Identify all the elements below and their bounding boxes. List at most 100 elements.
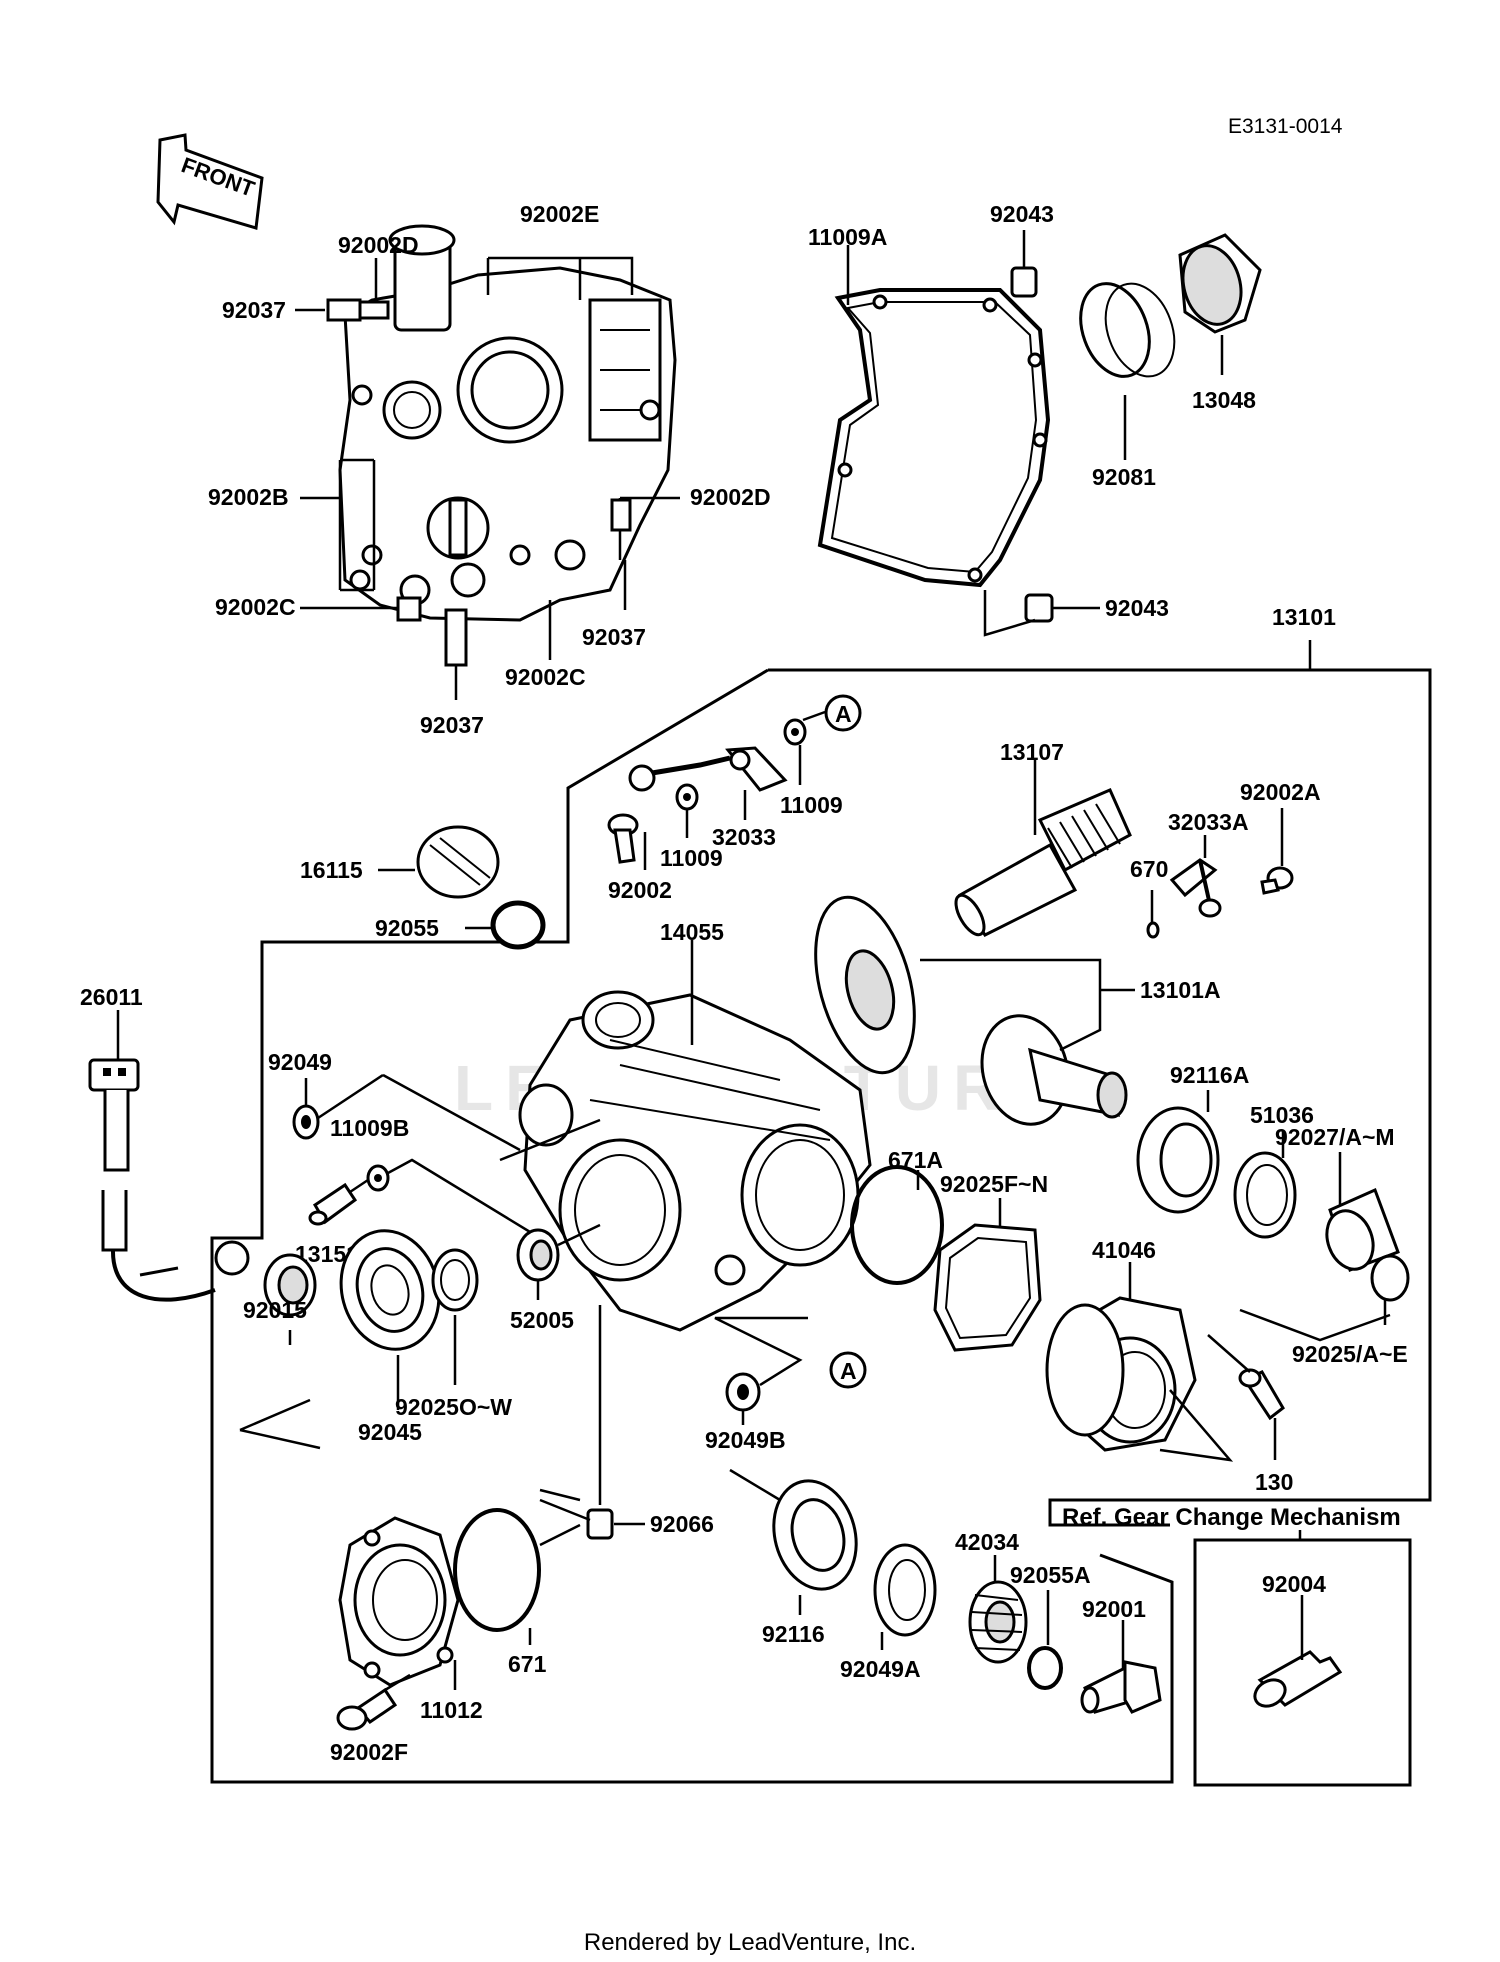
label-92049: 92049 <box>268 1049 332 1075</box>
cap-16115 <box>416 825 500 899</box>
label-14055: 14055 <box>660 919 724 945</box>
footer-credit: Rendered by LeadVenture, Inc. <box>584 1929 916 1956</box>
label-16115: 16115 <box>300 857 363 883</box>
part-32033A <box>1169 858 1222 918</box>
bolt-92002F <box>336 1687 398 1731</box>
bevel-gear-13101A-bottom <box>980 1014 1128 1126</box>
collar-92027 <box>1325 1187 1400 1272</box>
label-13107: 13107 <box>1000 739 1064 765</box>
label-92045: 92045 <box>358 1419 422 1445</box>
label-11009-left: 11009 <box>660 845 723 871</box>
sensor-26011 <box>88 1058 250 1302</box>
label-92043-bottom: 92043 <box>1105 595 1169 621</box>
label-92002C-bottom: 92002C <box>505 664 586 690</box>
label-130: 130 <box>1255 1469 1293 1495</box>
label-92049B: 92049B <box>705 1427 786 1453</box>
label-11009A: 11009A <box>808 224 887 250</box>
switch-13151 <box>308 1178 369 1226</box>
part-92015 <box>263 1253 317 1317</box>
part-13048 <box>1178 233 1262 334</box>
bearing-92116A <box>1136 1106 1220 1214</box>
cover-11012 <box>338 1516 460 1687</box>
gasket-11009A <box>817 288 1051 588</box>
bolt-130 <box>1238 1368 1285 1421</box>
label-52005: 52005 <box>510 1307 574 1333</box>
label-13048: 13048 <box>1192 387 1256 413</box>
bolt-92002 <box>607 813 639 864</box>
callout-A-top <box>824 694 862 732</box>
bolt-92002A <box>1260 866 1294 895</box>
label-92049A: 92049A <box>840 1656 921 1682</box>
ref-box <box>1193 1538 1412 1787</box>
spring-92081 <box>1079 282 1176 378</box>
housing-41046 <box>1045 1296 1197 1452</box>
label-670: 670 <box>1130 856 1168 882</box>
label-92066: 92066 <box>650 1511 714 1537</box>
label-92002D-top: 92002D <box>338 232 419 258</box>
shim-92025AE <box>1370 1254 1410 1302</box>
oring-92055 <box>490 900 546 950</box>
label-42034: 42034 <box>955 1529 1019 1555</box>
oring-671 <box>453 1508 541 1632</box>
bearing-92116 <box>772 1479 858 1591</box>
front-arrow-icon: FRONT <box>156 133 264 230</box>
label-92037-right: 92037 <box>582 624 646 650</box>
callout-A-top-label: A <box>835 701 852 727</box>
dowel-92066 <box>586 1508 614 1540</box>
label-92002E: 92002E <box>520 201 599 227</box>
dowel-92043-top <box>1010 266 1038 298</box>
callout-A-bottom-label: A <box>840 1358 857 1384</box>
drawing-code: E3131-0014 <box>1228 115 1343 138</box>
label-92001: 92001 <box>1082 1596 1146 1622</box>
label-92025OW: 92025O~W <box>395 1394 512 1420</box>
label-92002B: 92002B <box>208 484 289 510</box>
label-671A: 671A <box>888 1147 943 1173</box>
label-92116: 92116 <box>762 1621 825 1647</box>
label-92002A: 92002A <box>1240 779 1321 805</box>
oring-671A <box>850 1165 944 1285</box>
label-11009-right: 11009 <box>780 792 843 818</box>
label-13101: 13101 <box>1272 604 1336 630</box>
label-92025FN: 92025F~N <box>940 1171 1048 1197</box>
label-41046: 41046 <box>1092 1237 1156 1263</box>
label-92055A: 92055A <box>1010 1562 1091 1588</box>
seal-52005 <box>516 1228 560 1282</box>
label-92002: 92002 <box>608 877 672 903</box>
shim-92025OW <box>431 1248 479 1312</box>
label-92037-left: 92037 <box>222 297 286 323</box>
label-92055: 92055 <box>375 915 439 941</box>
bevel-gear-13101A-top <box>814 895 916 1075</box>
label-13101A: 13101A <box>1140 977 1221 1003</box>
label-92015: 92015 <box>243 1297 307 1323</box>
bolt-92004 <box>1253 1650 1343 1708</box>
label-32033: 32033 <box>712 824 776 850</box>
callout-A-bottom <box>829 1351 867 1389</box>
label-92002F: 92002F <box>330 1739 408 1765</box>
label-11009B: 11009B <box>330 1115 409 1141</box>
label-11012: 11012 <box>420 1697 483 1723</box>
shaft-13107 <box>954 788 1132 937</box>
gear-42034 <box>968 1580 1028 1664</box>
label-32033A: 32033A <box>1168 809 1249 835</box>
label-51036: 51036 <box>1250 1102 1314 1128</box>
oil-pipe-32033 <box>628 746 788 792</box>
label-92025AE: 92025/A~E <box>1292 1341 1408 1367</box>
label-26011: 26011 <box>80 984 143 1010</box>
oring-92055A <box>1027 1646 1063 1690</box>
crankcase-cover <box>338 224 677 622</box>
label-92037-bottom: 92037 <box>420 712 484 738</box>
ref-note: Ref. Gear Change Mechanism <box>1062 1504 1401 1531</box>
label-92116A: 92116A <box>1170 1062 1249 1088</box>
label-92081: 92081 <box>1092 464 1156 490</box>
label-92027: 92027/A~M <box>1275 1124 1395 1150</box>
dowel-92043-bottom <box>1024 593 1054 623</box>
label-92043-top: 92043 <box>990 201 1054 227</box>
gear-case-14055 <box>518 990 872 1332</box>
part-51036 <box>1233 1151 1297 1239</box>
label-92002C-left: 92002C <box>215 594 296 620</box>
gasket-92025FN <box>933 1223 1042 1352</box>
label-92002D-right: 92002D <box>690 484 771 510</box>
label-92004: 92004 <box>1262 1571 1326 1597</box>
pin-670 <box>1146 921 1160 939</box>
